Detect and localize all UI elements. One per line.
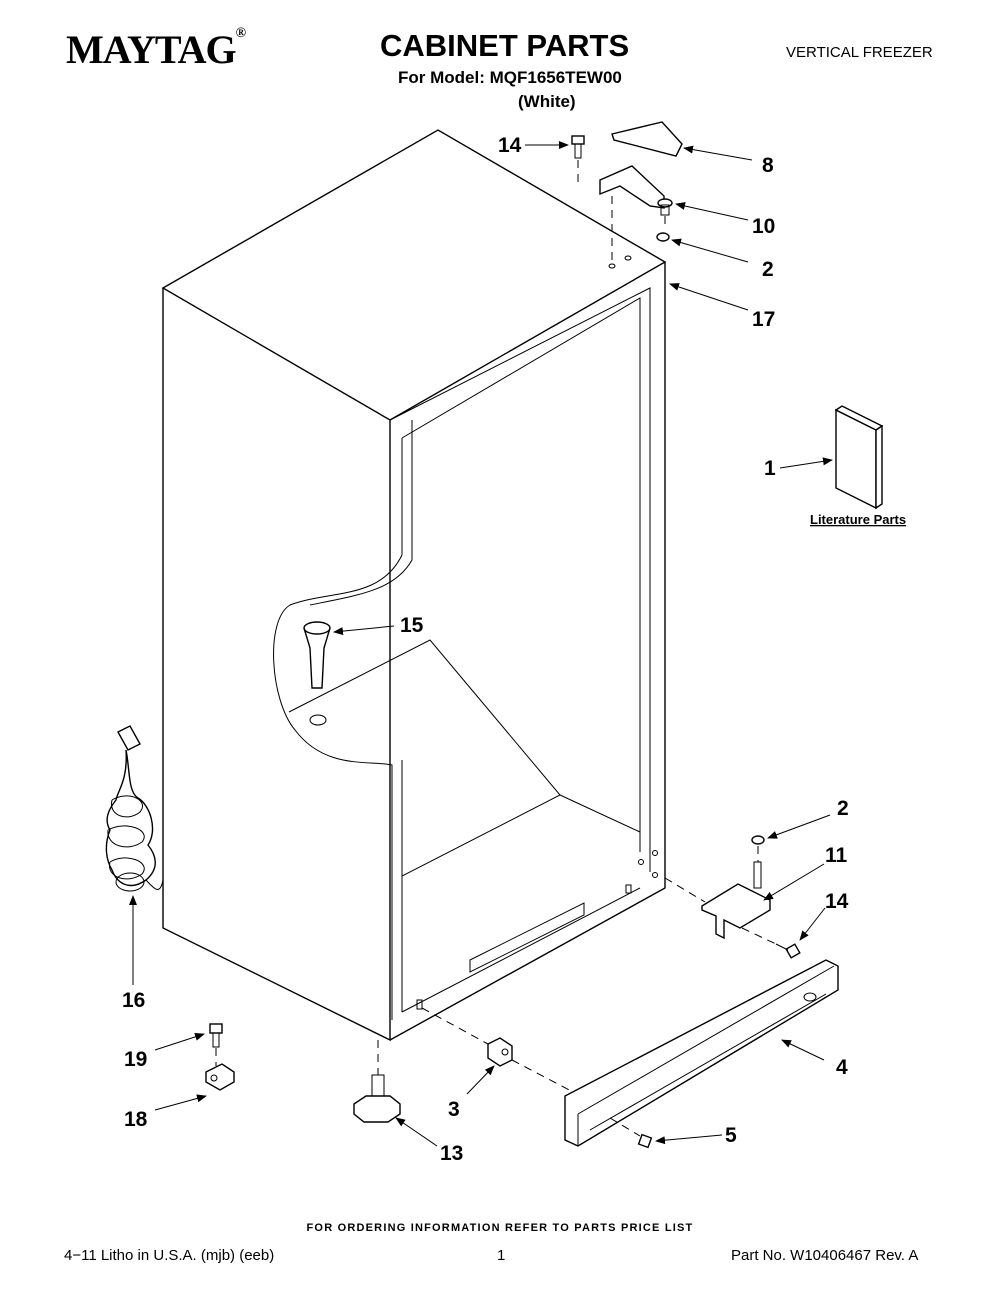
bottom-hinge-screw-part	[775, 943, 801, 959]
top-washer-part	[656, 232, 670, 242]
part-number: Part No. W10406467 Rev. A	[731, 1247, 919, 1264]
callout-3: 3	[448, 1098, 460, 1121]
literature-packet-part	[834, 405, 884, 510]
callout-2-bottom: 2	[837, 797, 849, 820]
callout-14-top: 14	[498, 134, 522, 157]
base-grille-part	[564, 959, 839, 1147]
callout-5: 5	[725, 1124, 737, 1147]
top-hinge-cover-part	[611, 121, 683, 157]
callout-8: 8	[762, 154, 774, 177]
callout-18: 18	[124, 1108, 148, 1131]
leveling-leg-part	[353, 1040, 401, 1123]
drain-tube-part	[303, 621, 331, 726]
callout-2-top: 2	[762, 258, 774, 281]
cabinet-body	[161, 129, 667, 1042]
ordering-note: FOR ORDERING INFORMATION REFER TO PARTS …	[306, 1222, 694, 1234]
power-cord-part	[105, 725, 164, 892]
brand-logo: MAYTAG®	[66, 26, 247, 73]
clamp-screw-part	[209, 1023, 223, 1048]
callout-1: 1	[764, 457, 776, 480]
model-color: (White)	[518, 92, 576, 111]
model-number: For Model: MQF1656TEW00	[398, 68, 622, 87]
callout-16: 16	[122, 989, 145, 1012]
callout-10: 10	[752, 215, 775, 238]
registered-mark: ®	[235, 26, 247, 41]
grille-clip-part	[487, 1037, 513, 1067]
bottom-hinge-part	[701, 861, 771, 940]
brand-name: MAYTAG	[66, 27, 237, 72]
page-title: CABINET PARTS	[380, 28, 630, 63]
top-hinge-part	[599, 165, 673, 216]
page-number: 1	[497, 1247, 506, 1264]
product-category: VERTICAL FREEZER	[786, 44, 933, 61]
callout-19: 19	[124, 1048, 147, 1071]
callout-14-bottom: 14	[825, 890, 849, 913]
top-hinge-screw-part	[571, 135, 585, 159]
callout-17: 17	[752, 308, 775, 331]
callout-4: 4	[836, 1056, 848, 1079]
callout-11: 11	[825, 844, 848, 867]
litho-info: 4−11 Litho in U.S.A. (mjb) (eeb)	[64, 1247, 275, 1264]
callout-13: 13	[440, 1142, 463, 1165]
callout-15: 15	[400, 614, 424, 637]
bottom-washer-part	[751, 835, 765, 845]
literature-parts-label: Literature Parts	[810, 512, 906, 527]
leader-arrows	[129, 141, 833, 1147]
cord-clamp-part	[205, 1063, 235, 1091]
grille-screw-part	[637, 1133, 653, 1149]
